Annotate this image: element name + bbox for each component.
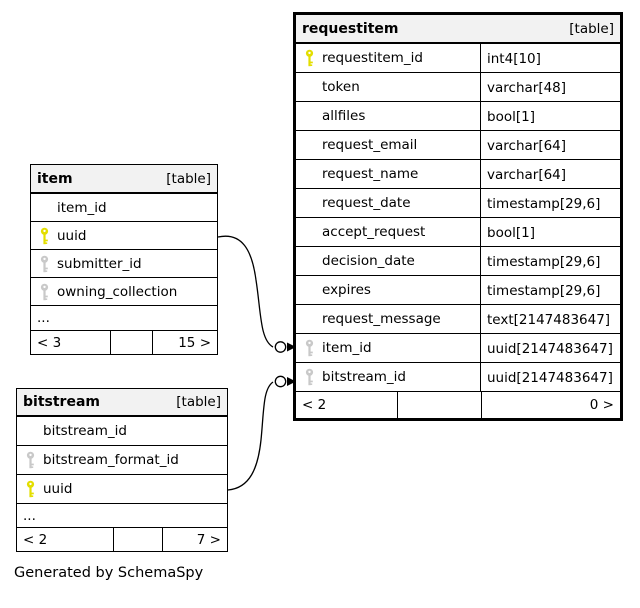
column-row: token varchar[48] <box>296 73 620 102</box>
column-type: bool[1] <box>480 102 620 131</box>
footer-middle-cell <box>398 392 482 418</box>
generator-caption: Generated by SchemaSpy <box>14 565 204 581</box>
column-name: bitstream_format_id <box>43 452 179 468</box>
foreign-key-icon <box>303 368 316 386</box>
column-row: bitstream_format_id <box>17 446 227 475</box>
primary-key-icon <box>24 480 37 498</box>
table-requestitem: requestitem [table] requestitem_id int4[… <box>293 12 623 421</box>
column-name: requestitem_id <box>322 50 423 66</box>
footer-right-count: 7 > <box>196 531 221 548</box>
table-title[interactable]: requestitem <box>302 20 399 37</box>
column-name: expires <box>322 282 371 298</box>
column-name: uuid <box>43 481 73 497</box>
column-name: request_message <box>322 311 441 327</box>
column-row: request_email varchar[64] <box>296 131 620 160</box>
table-badge: [table] <box>176 394 221 410</box>
column-name: token <box>322 79 360 95</box>
column-row: request_name varchar[64] <box>296 160 620 189</box>
column-row: decision_date timestamp[29,6] <box>296 247 620 276</box>
column-row: bitstream_id uuid[2147483647] <box>296 363 620 392</box>
column-type: text[2147483647] <box>480 305 620 334</box>
column-name: bitstream_id <box>43 423 127 439</box>
footer-right-count: 0 > <box>589 397 614 413</box>
primary-key-icon <box>303 49 316 67</box>
primary-key-icon <box>38 227 51 245</box>
column-type: timestamp[29,6] <box>480 276 620 305</box>
footer-left-count: < 2 <box>296 392 398 418</box>
foreign-key-icon <box>38 255 51 273</box>
column-row: bitstream_id <box>17 417 227 446</box>
column-row: submitter_id <box>31 250 217 278</box>
table-badge: [table] <box>569 20 614 37</box>
table-requestitem-header[interactable]: requestitem [table] <box>296 15 620 44</box>
foreign-key-icon <box>24 451 37 469</box>
column-row: expires timestamp[29,6] <box>296 276 620 305</box>
column-name: submitter_id <box>57 255 142 272</box>
column-name: request_name <box>322 166 419 182</box>
column-name: owning_collection <box>57 283 178 300</box>
footer-left-count: < 2 <box>17 528 114 551</box>
table-badge: [table] <box>166 170 211 187</box>
ellipsis-row: ... <box>17 504 227 528</box>
foreign-key-icon <box>38 283 51 301</box>
footer-left-count: < 3 <box>31 331 111 354</box>
column-row: uuid <box>17 475 227 504</box>
ellipsis-row: ... <box>31 306 217 331</box>
column-type: varchar[64] <box>480 131 620 160</box>
column-type: varchar[48] <box>480 73 620 102</box>
column-name: uuid <box>57 227 87 244</box>
foreign-key-icon <box>303 339 316 357</box>
table-footer: < 2 7 > <box>17 528 227 551</box>
column-type: varchar[64] <box>480 160 620 189</box>
column-row: uuid <box>31 222 217 250</box>
column-row: request_message text[2147483647] <box>296 305 620 334</box>
column-type: uuid[2147483647] <box>480 363 620 392</box>
column-name: item_id <box>57 199 107 216</box>
column-row: request_date timestamp[29,6] <box>296 189 620 218</box>
column-type: uuid[2147483647] <box>480 334 620 363</box>
column-row: owning_collection <box>31 278 217 306</box>
relationship-item-to-requestitem <box>217 235 274 348</box>
table-footer: < 2 0 > <box>296 392 620 418</box>
column-type: timestamp[29,6] <box>480 247 620 276</box>
table-bitstream: bitstream [table] bitstream_id bitstream… <box>16 388 228 552</box>
column-row: item_id uuid[2147483647] <box>296 334 620 363</box>
column-row: accept_request bool[1] <box>296 218 620 247</box>
column-name: decision_date <box>322 253 415 269</box>
column-type: bool[1] <box>480 218 620 247</box>
relationship-bitstream-to-requestitem <box>227 381 274 491</box>
column-type: int4[10] <box>480 44 620 73</box>
footer-right-count: 15 > <box>178 334 211 351</box>
table-item: item [table] item_id uuid submitter_id o… <box>30 164 218 355</box>
column-name: bitstream_id <box>322 369 406 385</box>
table-bitstream-header[interactable]: bitstream [table] <box>17 389 227 417</box>
column-type: timestamp[29,6] <box>480 189 620 218</box>
column-row: allfiles bool[1] <box>296 102 620 131</box>
column-name: request_email <box>322 137 418 153</box>
footer-middle-cell <box>114 528 163 551</box>
table-title[interactable]: bitstream <box>23 394 100 410</box>
table-title[interactable]: item <box>37 170 73 187</box>
column-name: request_date <box>322 195 411 211</box>
column-name: allfiles <box>322 108 366 124</box>
footer-middle-cell <box>111 331 153 354</box>
column-name: item_id <box>322 340 372 356</box>
table-item-header[interactable]: item [table] <box>31 165 217 194</box>
connector-circle-item <box>274 341 287 353</box>
column-row: item_id <box>31 194 217 222</box>
column-name: accept_request <box>322 224 426 240</box>
column-row: requestitem_id int4[10] <box>296 44 620 73</box>
table-footer: < 3 15 > <box>31 331 217 354</box>
connector-circle-bitstream <box>274 375 287 388</box>
